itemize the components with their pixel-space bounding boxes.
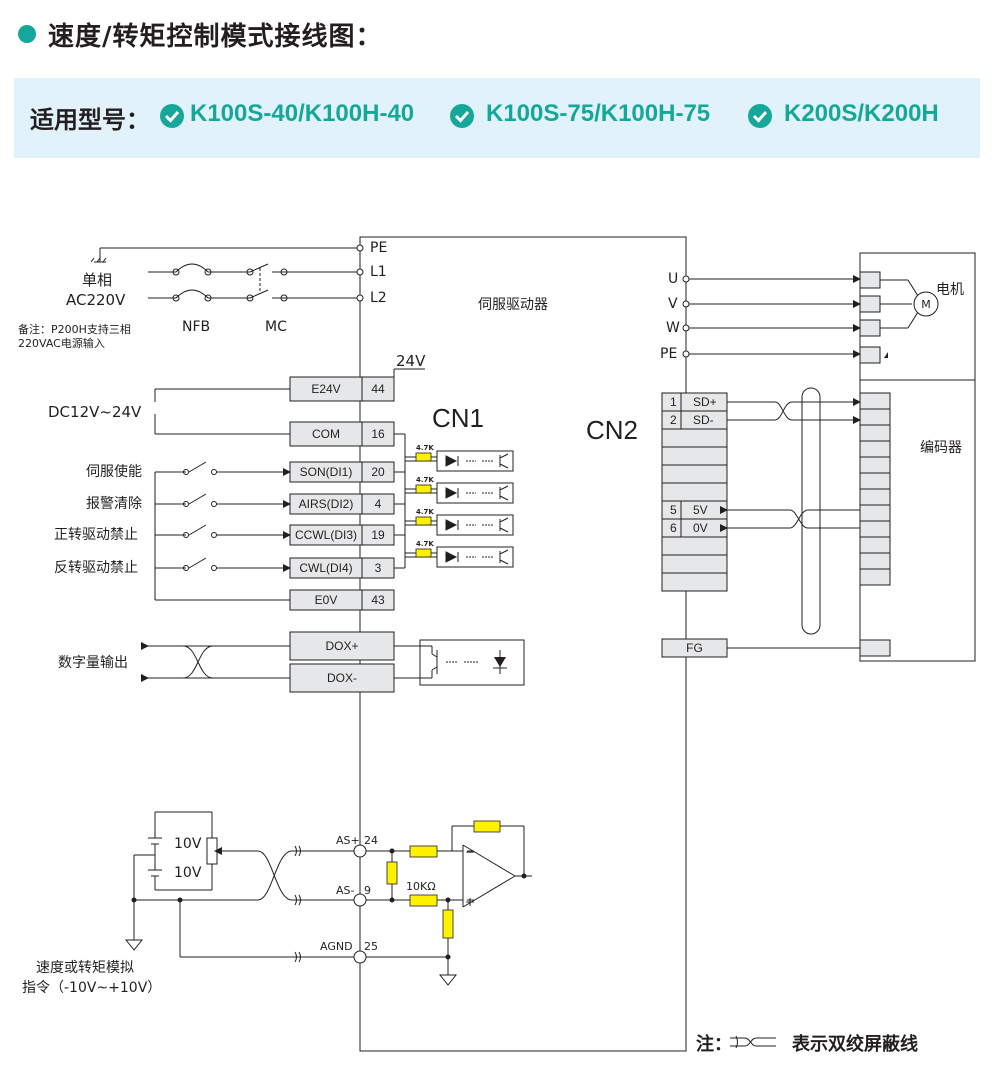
pin-name-as-plus: AS+: [336, 834, 360, 847]
motor-terminal-v: V: [668, 296, 678, 312]
legend-text: 表示双绞屏蔽线: [792, 1034, 918, 1055]
terminal-l2: L2: [370, 290, 387, 306]
svg-text:+: +: [465, 895, 475, 909]
cn2-pin-name-0v: 0V: [693, 521, 708, 535]
motor-terminal-u: U: [668, 271, 679, 287]
pin-num-4: 4: [374, 497, 382, 511]
motor-terminal-pe: PE: [660, 346, 678, 362]
input-label-ccw-inhibit: 正转驱动禁止: [54, 527, 138, 543]
cn1-voltage: 24V: [396, 352, 426, 370]
input-label-alarm-clear: 报警清除: [86, 496, 142, 512]
cn2-fg-label: FG: [686, 641, 703, 655]
motor-label: 电机: [936, 282, 964, 298]
model-1: K100S-40/K100H-40: [190, 100, 415, 127]
model-2: K100S-75/K100H-75: [486, 100, 711, 127]
cn2-pin-num-6: 6: [670, 521, 677, 535]
pin-name-dox-minus: DOX-: [327, 671, 357, 685]
supply-phase-label: 单相: [82, 271, 113, 289]
terminal-l1: L1: [370, 264, 387, 280]
cn2-pin-num-1: 1: [670, 395, 677, 409]
dc-supply-label: DC12V~24V: [48, 403, 142, 421]
resistor-label: 4.7K: [416, 476, 434, 484]
models-label: 适用型号：: [30, 106, 150, 134]
analog-v2-label: 10V: [174, 865, 202, 881]
pin-name-airs: AIRS(DI2): [298, 497, 354, 511]
pin-num-9: 9: [364, 884, 371, 897]
input-label-servo-enable: 伺服使能: [86, 464, 142, 480]
cn2-pin-name-5v: 5V: [693, 503, 708, 517]
pin-num-25: 25: [364, 940, 378, 953]
resistor-label: 4.7K: [416, 508, 434, 516]
mc-label: MC: [265, 319, 287, 335]
analog-resistor-label: 10KΩ: [406, 880, 436, 893]
models-bar: 适用型号： K100S-40/K100H-40 K100S-75/K100H-7…: [14, 78, 980, 158]
cn2-label: CN2: [586, 415, 639, 445]
pin-num-20: 20: [371, 465, 385, 479]
cn2-pin-name-sd-plus: SD+: [693, 395, 717, 409]
pin-num-19: 19: [371, 528, 385, 542]
pin-num-44: 44: [371, 382, 385, 396]
supply-voltage-label: AC220V: [66, 291, 126, 309]
model-3: K200S/K200H: [784, 100, 939, 127]
title-bullet-icon: [18, 25, 36, 43]
encoder-label: 编码器: [920, 440, 962, 456]
analog-caption-line2: 指令（-10V~+10V）: [22, 980, 162, 996]
power-note-line1: 备注：P200H支持三相: [18, 323, 131, 336]
legend: 注： 表示双绞屏蔽线: [696, 1030, 918, 1056]
input-label-cw-inhibit: 反转驱动禁止: [54, 560, 138, 576]
terminal-pe: PE: [370, 240, 388, 256]
check-icon: [748, 104, 772, 128]
power-note-line2: 220VAC电源输入: [18, 337, 105, 350]
pin-name-cwl: CWL(DI4): [299, 561, 353, 575]
check-icon: [450, 104, 474, 128]
pin-name-com: COM: [312, 427, 340, 441]
pin-name-e0v: E0V: [314, 593, 338, 607]
check-icon: [160, 104, 184, 128]
analog-caption-line1: 速度或转矩模拟: [36, 960, 134, 976]
pin-name-e24v: E24V: [311, 382, 341, 396]
pin-name-son: SON(DI1): [299, 465, 353, 479]
resistor-label: 4.7K: [416, 540, 434, 548]
pin-name-as-minus: AS-: [336, 884, 355, 897]
pin-num-24: 24: [364, 834, 378, 847]
pin-name-dox-plus: DOX+: [325, 639, 359, 653]
motor-symbol-icon: M: [921, 298, 931, 311]
nfb-label: NFB: [182, 319, 211, 335]
motor-terminal-w: W: [666, 320, 680, 336]
pin-num-3: 3: [374, 561, 382, 575]
header: 速度/转矩控制模式接线图：: [0, 0, 1000, 70]
resistor-label: 4.7K: [416, 444, 434, 452]
pin-num-16: 16: [371, 427, 385, 441]
pin-num-43: 43: [371, 593, 385, 607]
driver-label: 伺服驱动器: [478, 297, 548, 313]
cn2-pin-name-sd-minus: SD-: [693, 413, 714, 427]
cn1-label: CN1: [432, 403, 485, 433]
svg-text:−: −: [465, 845, 475, 859]
cn2-pin-num-2: 2: [670, 413, 677, 427]
page-title: 速度/转矩控制模式接线图：: [48, 22, 383, 52]
cn2-pin-num-5: 5: [670, 503, 677, 517]
digital-output-label: 数字量输出: [58, 655, 128, 671]
legend-prefix: 注：: [696, 1034, 732, 1055]
pin-name-ccwl: CCWL(DI3): [295, 528, 357, 542]
pin-name-agnd: AGND: [320, 940, 353, 953]
analog-v1-label: 10V: [174, 836, 202, 852]
